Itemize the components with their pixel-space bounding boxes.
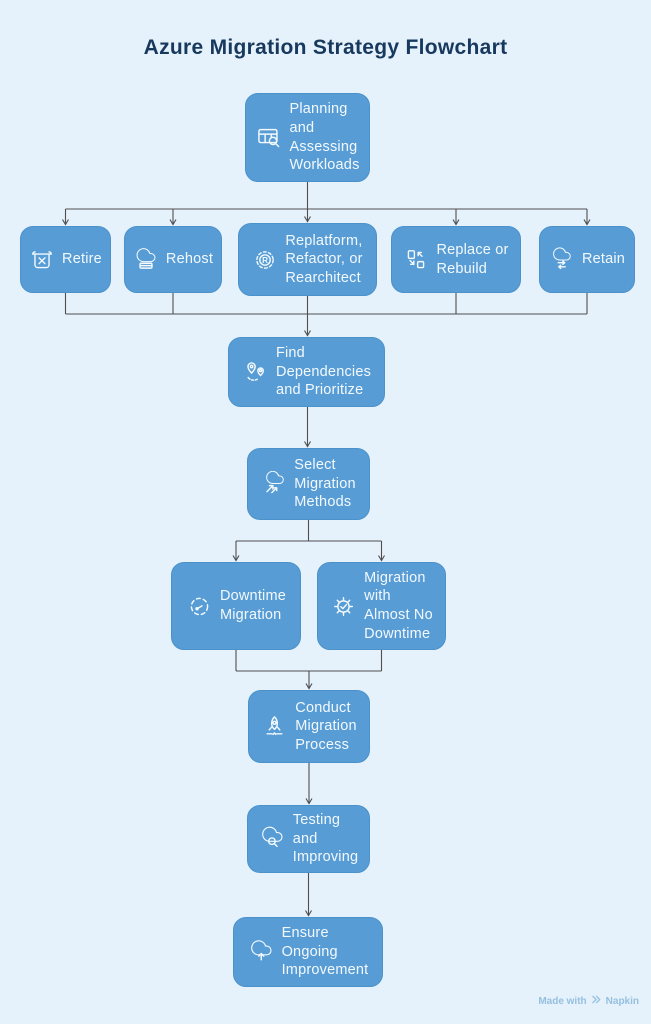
flow-node-testing-improving: Testing and Improving — [247, 805, 370, 873]
flow-node-label: Retire — [62, 251, 102, 268]
cloud-return-icon — [549, 246, 575, 273]
flow-node-retain: Retain — [539, 226, 635, 293]
trash-box-icon — [29, 247, 55, 273]
cloud-arrows-icon — [261, 471, 287, 497]
flow-node-label: Replatform, Refactor, or Rearchitect — [285, 232, 363, 286]
flow-node-label: Ensure Ongoing Improvement — [281, 925, 369, 979]
flow-node-no-downtime-migration: Migration with Almost No Downtime — [317, 562, 446, 650]
rocket-launch-icon — [261, 713, 288, 740]
flow-node-label: Testing and Improving — [292, 812, 359, 866]
flow-node-label: Select Migration Methods — [294, 457, 356, 511]
flow-node-label: Retain — [581, 251, 626, 268]
watermark-brand: Napkin — [605, 995, 639, 1007]
swap-shapes-icon — [403, 247, 429, 273]
cloud-server-icon — [133, 247, 159, 273]
map-pins-icon — [242, 359, 269, 386]
cloud-search-icon — [259, 826, 286, 853]
flow-node-conduct-migration: Conduct Migration Process — [248, 690, 370, 763]
timer-icon — [186, 593, 213, 620]
gear-r-icon: R — [252, 247, 278, 273]
watermark: Made with Napkin — [538, 994, 639, 1008]
flow-node-replatform: R Replatform, Refactor, or Rearchitect — [238, 223, 377, 296]
flow-node-select-methods: Select Migration Methods — [247, 448, 370, 520]
flow-node-ensure-improvement: Ensure Ongoing Improvement — [233, 917, 383, 987]
flow-node-rehost: Rehost — [124, 226, 222, 293]
flow-node-find-dependencies: Find Dependencies and Prioritize — [228, 337, 385, 407]
flow-node-label: Downtime Migration — [219, 588, 287, 623]
svg-text:R: R — [262, 255, 268, 264]
flow-node-retire: Retire — [20, 226, 111, 293]
watermark-prefix: Made with — [538, 995, 587, 1007]
flow-node-label: Migration with Almost No Downtime — [364, 569, 433, 642]
cloud-upload-icon — [248, 939, 275, 966]
page-title: Azure Migration Strategy Flowchart — [143, 36, 508, 59]
flow-node-planning: Planning and Assessing Workloads — [245, 93, 370, 182]
flow-node-label: Replace or Rebuild — [436, 241, 509, 277]
flow-node-label: Conduct Migration Process — [295, 699, 357, 753]
flow-node-label: Planning and Assessing Workloads — [289, 101, 360, 174]
flow-node-label: Rehost — [165, 251, 214, 268]
flow-node-label: Find Dependencies and Prioritize — [275, 345, 372, 399]
napkin-logo-icon — [591, 994, 602, 1008]
flow-node-replace: Replace or Rebuild — [391, 226, 521, 293]
flow-node-downtime-migration: Downtime Migration — [171, 562, 301, 650]
gear-check-icon — [330, 593, 357, 620]
table-search-icon — [255, 124, 282, 151]
